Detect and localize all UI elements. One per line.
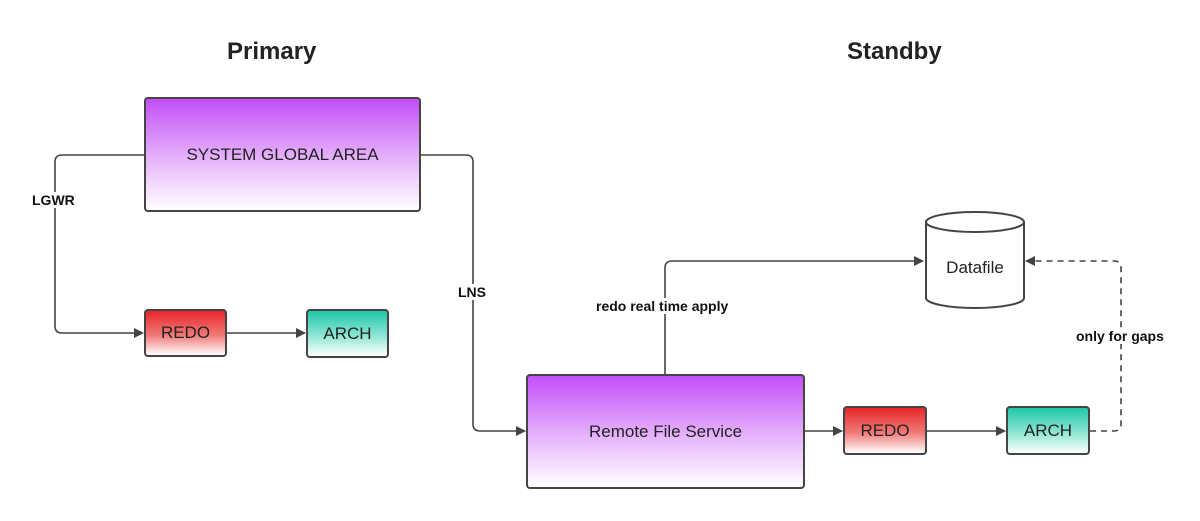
standby-arch-node: ARCH — [1006, 406, 1090, 455]
rfs-label: Remote File Service — [588, 421, 743, 441]
datafile-cylinder — [925, 211, 1025, 309]
rfs-node: Remote File Service — [526, 374, 805, 489]
primary-arch-label: ARCH — [323, 323, 372, 343]
lgwr-label: LGWR — [32, 192, 75, 208]
primary-redo-label: REDO — [160, 323, 211, 342]
edge-redo-apply — [664, 256, 924, 374]
primary-title: Primary — [227, 38, 317, 65]
edge-lgwr — [54, 154, 144, 338]
standby-title: Standby — [847, 38, 942, 65]
sga-node: SYSTEM GLOBAL AREA — [144, 97, 421, 212]
standby-arch-label: ARCH — [1023, 420, 1073, 440]
edge-gaps — [1025, 256, 1122, 432]
standby-redo-node: REDO — [843, 406, 927, 455]
standby-redo-label: REDO — [860, 420, 910, 440]
redo-apply-label: redo real time apply — [596, 298, 729, 314]
primary-redo-node: REDO — [144, 309, 227, 357]
primary-arch-node: ARCH — [306, 309, 389, 358]
gaps-label: only for gaps — [1076, 328, 1164, 344]
sga-label: SYSTEM GLOBAL AREA — [186, 144, 379, 164]
lns-label: LNS — [458, 284, 486, 300]
datafile-label: Datafile — [946, 258, 1004, 277]
